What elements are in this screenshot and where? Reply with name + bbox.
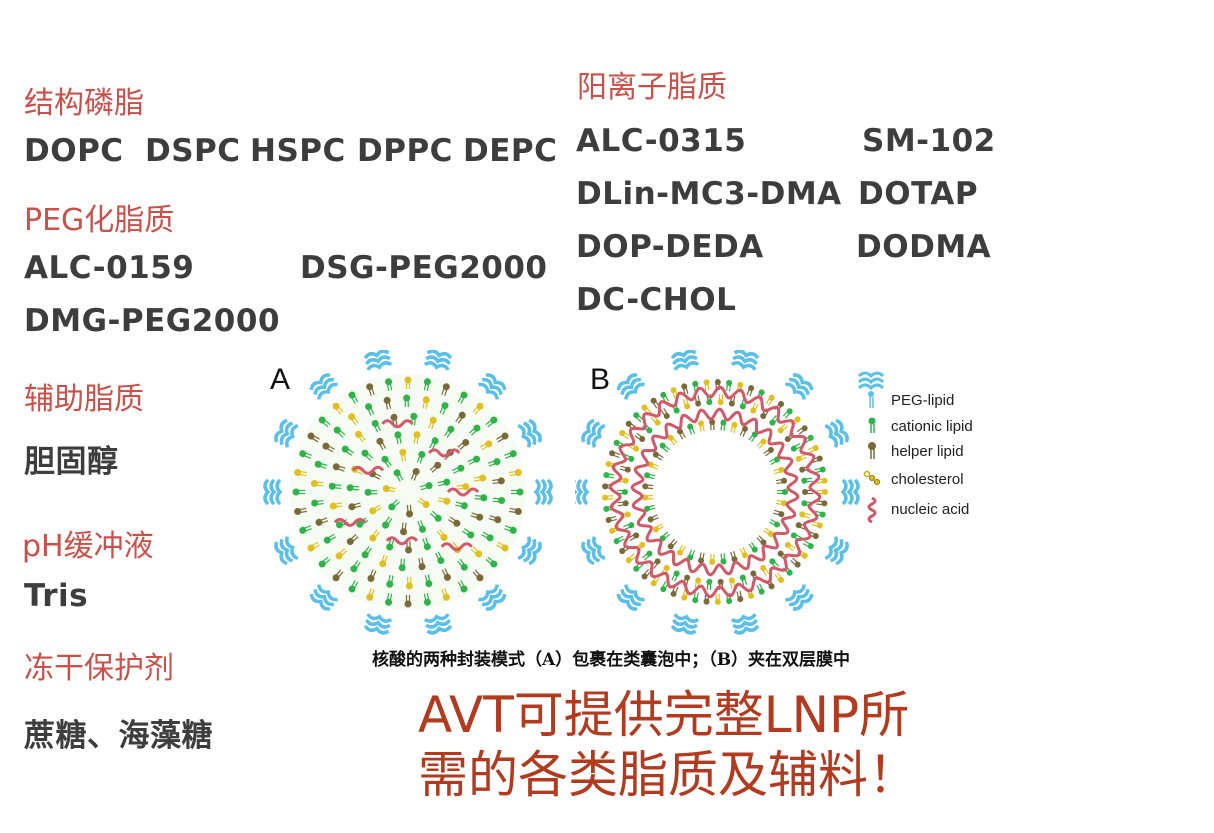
panel-b-label: B (590, 363, 611, 396)
figure-legend: PEG-lipid cationic lipid helper lipid ch… (855, 370, 1005, 530)
helper-lipid-icon (868, 442, 876, 459)
structural-item-dppc: DPPC (357, 133, 453, 169)
figure-caption: 核酸的两种封装模式（A）包裹在类囊泡中；（B）夹在双层膜中 (372, 650, 851, 670)
legend-cationic-lipid: cationic lipid (891, 418, 973, 435)
structural-item-depc: DEPC (463, 133, 558, 169)
lyoprotectant-heading: 冻干保护剂 (24, 651, 174, 686)
lnp-diagram-b (575, 350, 860, 635)
structural-item-hspc: HSPC (250, 133, 346, 169)
peg-item-alc0159: ALC-0159 (24, 250, 195, 286)
cationic-heading: 阳离子脂质 (577, 70, 727, 105)
panel-a-label: A (270, 363, 291, 396)
cationic-item-dlin: DLin-MC3-DMA (576, 176, 842, 212)
structural-heading: 结构磷脂 (24, 86, 144, 121)
cationic-item-sm102: SM-102 (862, 123, 996, 159)
cationic-item-alc0315: ALC-0315 (576, 123, 747, 159)
peg-heading: PEG化脂质 (24, 203, 175, 238)
cholesterol-icon (863, 470, 880, 485)
helper-heading: 辅助脂质 (24, 382, 144, 417)
lyoprotectant-item: 蔗糖、海藻糖 (24, 718, 213, 754)
cationic-item-dotap: DOTAP (858, 176, 979, 212)
cationic-item-dopdeda: DOP-DEDA (576, 229, 764, 265)
legend-peg-lipid: PEG-lipid (891, 392, 955, 409)
legend-swatches (857, 371, 885, 524)
structural-item-dspc: DSPC (145, 133, 241, 169)
lnp-diagram-a (263, 350, 553, 635)
cationic-lipid-icon (868, 417, 876, 433)
peg-item-dmg: DMG-PEG2000 (24, 303, 281, 339)
cationic-item-dodma: DODMA (856, 229, 992, 265)
structural-item-dopc: DOPC (24, 133, 124, 169)
peg-item-dsg: DSG-PEG2000 (300, 250, 548, 286)
buffer-heading: pH缓冲液 (22, 529, 154, 564)
cationic-item-dcchol: DC-CHOL (576, 282, 737, 318)
legend-nucleic-acid: nucleic acid (891, 501, 970, 518)
buffer-item-tris: Tris (24, 578, 89, 614)
promo-line-2: 需的各类脂质及辅料！ (418, 746, 918, 804)
nucleic-acid-icon (867, 496, 877, 524)
helper-item-cholesterol: 胆固醇 (24, 444, 119, 480)
legend-cholesterol: cholesterol (891, 471, 964, 488)
peg-lipid-icon (857, 371, 885, 408)
legend-helper-lipid: helper lipid (891, 443, 964, 460)
promo-line-1: AVT可提供完整LNP所 (418, 686, 910, 744)
